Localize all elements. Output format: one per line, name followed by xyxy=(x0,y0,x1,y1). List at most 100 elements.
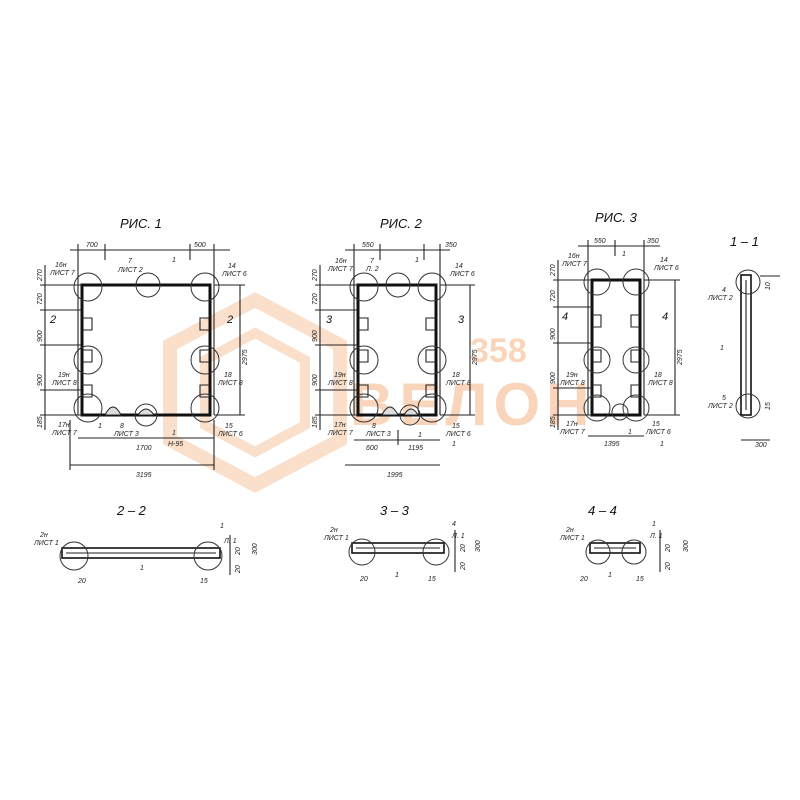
sec11-mark: 5 xyxy=(722,395,726,402)
fig2-section-mark-left: 3 xyxy=(326,314,333,326)
fig2-dim-left-1: 270 xyxy=(312,269,319,282)
fig2-dim-left-5: 185 xyxy=(312,416,319,428)
fig2-dim-left-3: 900 xyxy=(312,330,319,342)
fig3-section-mark-right: 4 xyxy=(662,311,668,323)
sec22-mark: 15 xyxy=(200,578,208,585)
fig1-dim-left-5: 185 xyxy=(37,416,44,428)
section-3-3: 3 – 3 2н ЛИСТ 1 4 Л. 1 300 20 20 20 15 1 xyxy=(323,503,482,583)
fig1-mark: ЛИСТ 2 xyxy=(117,267,143,274)
figure-1: РИС. 1 700 500 270 720 90 xyxy=(37,216,249,479)
section-2-2: 2 – 2 2н ЛИСТ 1 1 Л. 1 300 20 20 20 15 1 xyxy=(33,503,259,585)
fig1-mark: 15 xyxy=(225,423,233,430)
sec33-mark: 20 xyxy=(359,576,368,583)
sec11-mark: 4 xyxy=(722,287,726,294)
fig3-mark: ЛИСТ 7 xyxy=(559,429,586,436)
fig1-mark: ЛИСТ 8 xyxy=(217,380,243,387)
fig3-mark: 17н xyxy=(566,421,578,428)
sec33-mark: 20 xyxy=(460,562,467,571)
fig2-dim-right: 2975 xyxy=(472,349,479,366)
fig1-left-ribs xyxy=(82,317,93,398)
sec44-mark: 20 xyxy=(665,562,672,571)
fig1-mark: 1 xyxy=(172,257,176,264)
sec44-mark: 300 xyxy=(683,540,690,552)
fig2-mark: 7 xyxy=(370,258,375,265)
fig1-mark: 8 xyxy=(120,423,124,430)
sec22-mark: 20 xyxy=(235,565,242,574)
fig2-dim-left-2: 720 xyxy=(312,293,319,305)
sec44-mark: 20 xyxy=(665,544,672,553)
sec11-mark: 15 xyxy=(765,402,772,410)
fig3-dim-left-1: 270 xyxy=(550,264,557,277)
fig1-mark: 1 xyxy=(172,430,176,437)
sec22-mark: 20 xyxy=(77,578,86,585)
fig1-bottom-bump-1 xyxy=(104,406,122,416)
sec44-mark: ЛИСТ 1 xyxy=(559,535,585,542)
fig2-dim-bottom-1: 600 xyxy=(366,445,378,452)
sec44-mark: 1 xyxy=(608,572,612,579)
fig3-dim-bottom-1: 1395 xyxy=(604,441,620,448)
fig1-mark: Н-95 xyxy=(168,441,183,448)
fig3-mark: 16н xyxy=(568,253,580,260)
fig3-mark: ЛИСТ 8 xyxy=(559,380,585,387)
sec33-mark: 15 xyxy=(428,576,436,583)
sec22-title: 2 – 2 xyxy=(116,503,147,518)
fig1-section-mark-right: 2 xyxy=(226,314,233,326)
fig2-dim-top-2: 350 xyxy=(445,242,457,249)
sec11-mark: ЛИСТ 2 xyxy=(707,403,733,410)
sec33-title: 3 – 3 xyxy=(380,503,410,518)
fig2-mark: 1 xyxy=(418,432,422,439)
fig3-mark: 1 xyxy=(622,251,626,258)
fig3-dim-left-4: 900 xyxy=(550,372,557,384)
fig3-section-mark-left: 4 xyxy=(562,311,568,323)
watermark-hexagon-icon xyxy=(163,292,347,493)
fig2-dim-top-1: 550 xyxy=(362,242,374,249)
fig3-mark: 19н xyxy=(566,372,578,379)
sec44-mark: 1 xyxy=(652,521,656,528)
fig2-mark: 19н xyxy=(334,372,346,379)
fig2-section-mark-right: 3 xyxy=(458,314,465,326)
fig2-mark: 14 xyxy=(455,263,463,270)
fig2-dim-bottom-3: 1995 xyxy=(387,472,403,479)
sec11-title: 1 – 1 xyxy=(730,234,759,249)
sec11-mark: ЛИСТ 2 xyxy=(707,295,733,302)
fig1-mark: ЛИСТ 3 xyxy=(113,431,139,438)
fig1-mark: 7 xyxy=(128,258,133,265)
sec33-mark: 4 xyxy=(452,521,456,528)
fig2-title: РИС. 2 xyxy=(380,216,423,231)
fig1-bottom-bump-2 xyxy=(137,408,155,416)
fig3-dim-left-5: 185 xyxy=(550,416,557,428)
section-1-1: 1 – 1 4 ЛИСТ 2 10 1 5 ЛИСТ 2 15 300 xyxy=(707,234,780,449)
fig2-mark: 8 xyxy=(372,423,376,430)
sec22-mark: ЛИСТ 1 xyxy=(33,540,59,547)
fig1-mark: ЛИСТ 8 xyxy=(51,380,77,387)
fig3-mark: 1 xyxy=(660,441,664,448)
fig2-mark: 16н xyxy=(335,258,347,265)
section-4-4: 4 – 4 2н ЛИСТ 1 1 Л. 1 300 20 20 20 15 1 xyxy=(559,503,690,583)
figure-2: РИС. 2 550 350 270 720 900 900 185 xyxy=(312,216,479,479)
fig1-frame xyxy=(80,283,212,417)
figure-3: РИС. 3 550 350 270 720 900 900 185 2975 xyxy=(550,210,684,448)
fig1-mark: 16н xyxy=(55,262,67,269)
fig1-dim-left-1: 270 xyxy=(37,269,44,282)
fig2-mark: Л. 2 xyxy=(365,266,379,273)
fig2-mark: 18 xyxy=(452,372,460,379)
sec11-mark: 10 xyxy=(765,282,772,290)
fig1-mark: ЛИСТ 7 xyxy=(51,430,78,437)
fig1-mark: 19н xyxy=(58,372,70,379)
fig1-section-mark-left: 2 xyxy=(49,314,56,326)
fig3-mark: ЛИСТ 6 xyxy=(645,429,671,436)
fig3-mark: 18 xyxy=(654,372,662,379)
fig2-mark: ЛИСТ 3 xyxy=(365,431,391,438)
sec22-mark: Л. 1 xyxy=(223,538,237,545)
fig1-dim-bottom-1: 1700 xyxy=(136,445,152,452)
sec11-mark: 1 xyxy=(720,345,724,352)
fig1-mark: ЛИСТ 6 xyxy=(217,431,243,438)
fig3-mark: ЛИСТ 8 xyxy=(647,380,673,387)
fig1-mark: 1 xyxy=(98,423,102,430)
fig1-dim-left-4: 900 xyxy=(37,374,44,386)
fig3-dim-left-2: 720 xyxy=(550,290,557,302)
watermark-word: ВЕЛОН xyxy=(350,371,595,438)
sec44-mark: Л. 1 xyxy=(649,533,663,540)
fig1-dim-bottom-2: 3195 xyxy=(136,472,152,479)
fig1-dim-left-3: 900 xyxy=(37,330,44,342)
